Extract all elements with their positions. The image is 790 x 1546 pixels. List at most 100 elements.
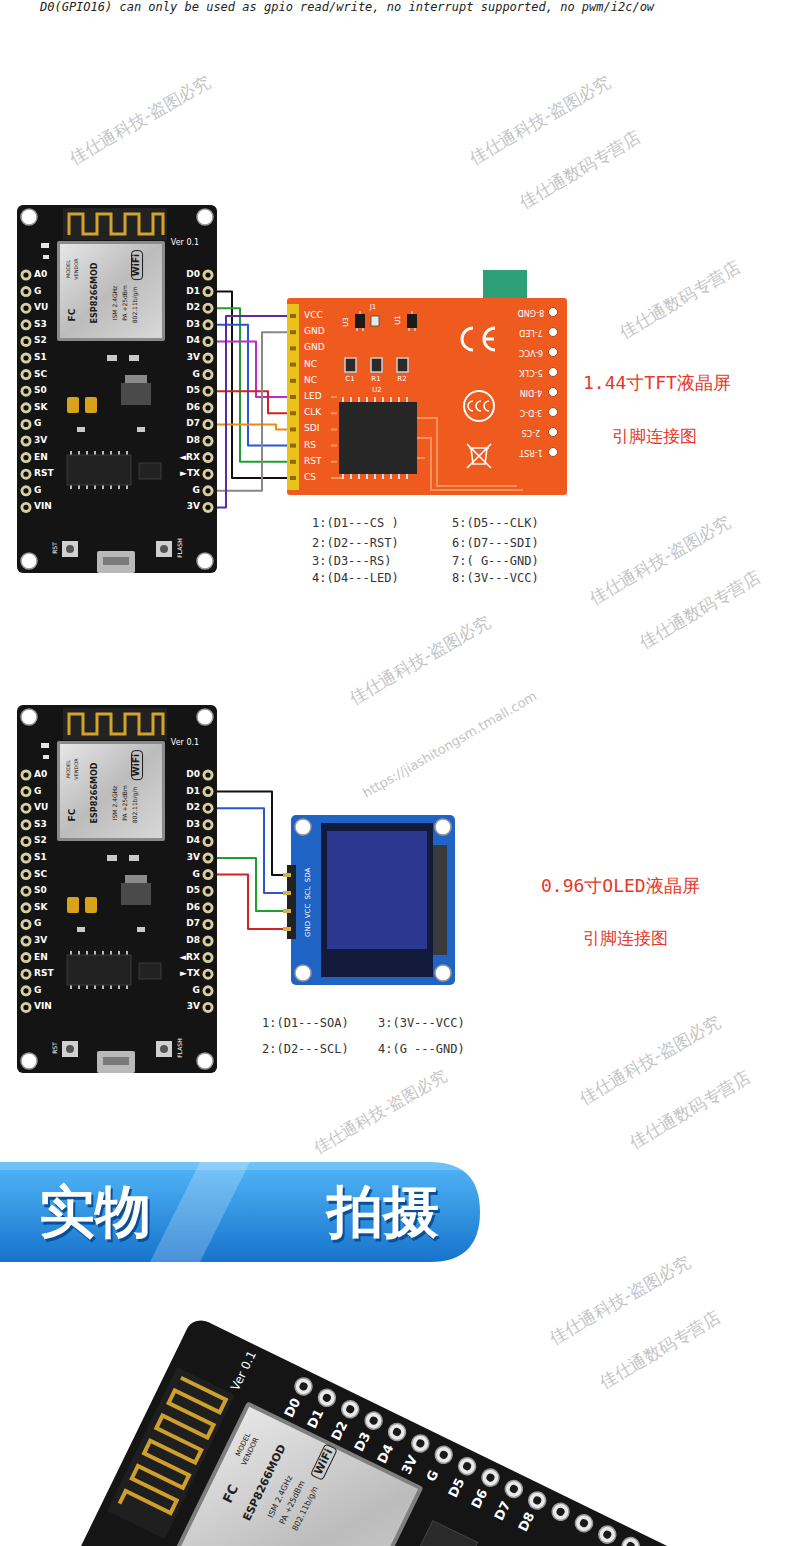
pin-label: D8 — [186, 436, 200, 446]
watermark: 佳仕通数码专营店 — [596, 1308, 723, 1392]
pin-label: 3V — [34, 936, 47, 946]
module-marking: MODEL — [66, 760, 72, 778]
pin-mapping: 2:(D2---RST) — [312, 537, 399, 550]
pin-label: D4 — [376, 1442, 398, 1466]
drawing-circle — [549, 308, 558, 317]
drawing-use — [573, 1512, 596, 1535]
pin-label: D4 — [186, 336, 200, 346]
pin-label: A0 — [34, 770, 47, 780]
module-marking: VENDOR — [241, 1437, 261, 1468]
pin-label: 4-DIN — [520, 388, 542, 397]
watermark: 佳仕通数码专营店 — [626, 1068, 753, 1152]
drawing-path — [0, 1162, 480, 1170]
pin-label: VU — [34, 303, 48, 313]
pin-label: G — [34, 287, 41, 297]
module-marking: PA +25dBm — [122, 785, 129, 821]
pin-label: R2 — [397, 376, 406, 384]
drawing-use — [295, 965, 311, 981]
pin-label: G — [193, 370, 200, 380]
tft-display: VCCGNDGNDNCNCLEDCLKSDIRSRSTCSU3J1U1C1R1R… — [287, 298, 567, 495]
drawing-rect — [290, 330, 296, 334]
pin-mapping: 8:(3V---VCC) — [452, 572, 539, 585]
pin-label: VCC — [305, 904, 313, 919]
pin-label: VIN — [34, 1002, 52, 1012]
drawing-path — [0, 1162, 480, 1262]
pin-label: G — [424, 1468, 442, 1484]
pin-label: D3 — [186, 820, 200, 830]
wifi-module: MODELVENDORFCESP8266MODWiFiISM 2.4GHzPA … — [57, 741, 165, 841]
module-marking: VENDOR — [74, 758, 80, 780]
pin-label: D5 — [186, 386, 200, 396]
module-marking: PA +25dBm — [279, 1479, 308, 1526]
pin-label: ◄RX — [179, 953, 200, 963]
pin-label: D5 — [186, 886, 200, 896]
jumper-wire — [217, 316, 287, 507]
pin-label: GND — [304, 327, 325, 337]
banner-title: 拍摄 — [327, 1181, 439, 1243]
drawing-path — [150, 1162, 250, 1262]
pin-label: D2 — [329, 1419, 351, 1443]
drawing-rect — [129, 1401, 424, 1546]
pin-label: Ver 0.1 — [171, 739, 199, 748]
pin-label: D0 — [282, 1396, 304, 1420]
wifi-module: MODELVENDORFCESP8266MODWiFiISM 2.4GHzPA … — [57, 241, 165, 341]
drawing-rect — [290, 395, 296, 399]
nodemcu-board: Ver 0.1A0GVUS3S2S1SCS0SKG3VENRSTGVIND0D1… — [17, 705, 217, 1073]
jumper-wire — [217, 858, 283, 911]
pin-label: S2 — [34, 836, 47, 846]
module-marking: WiFi — [310, 1443, 338, 1481]
watermark: 佳仕通科技-盗图必究 — [586, 512, 733, 608]
pin-label: D6 — [469, 1487, 491, 1511]
watermark: https://jiashitongsm.tmall.com — [361, 689, 540, 801]
pin-label: D5 — [446, 1476, 468, 1500]
pin-mapping: 4:(D4---LED) — [312, 572, 399, 585]
drawing-rect — [290, 363, 296, 367]
pin-label: D8 — [516, 1510, 538, 1534]
banner — [0, 1162, 480, 1262]
jumper-wire — [217, 808, 283, 893]
module-marking: MODEL — [66, 260, 72, 278]
pin-label: SDA — [305, 868, 313, 883]
drawing-use — [435, 819, 451, 835]
drawing-rect — [0, 1315, 790, 1546]
module-marking: 802.11b/g/n — [132, 287, 139, 323]
pin-label: 7-LED — [519, 328, 543, 337]
pin-label: RST — [52, 542, 59, 554]
pin-mapping: 4:(G ---GND) — [378, 1043, 465, 1056]
pin-label: D7 — [186, 419, 200, 429]
drawing-rect — [283, 891, 291, 895]
pin-label: SCL — [305, 886, 313, 899]
module-marking: ISM 2.4GHz — [112, 786, 119, 821]
pin-label: SC — [34, 870, 47, 880]
drawing-rect — [290, 346, 296, 350]
pin-label: 3V — [187, 1002, 200, 1012]
pin-label: D7 — [493, 1499, 515, 1523]
pin-label: G — [193, 870, 200, 880]
pin-label: RST — [52, 1042, 59, 1054]
pin-label: 6-VCC — [519, 348, 543, 357]
caption: 引脚连接图 — [612, 427, 697, 446]
module-marking: 802.11b/g/n — [132, 787, 139, 823]
pin-label: S1 — [34, 853, 47, 863]
pin-mapping: 3:(D3---RS) — [312, 555, 391, 568]
drawing-circle — [549, 408, 558, 417]
pin-label: 2-CS — [522, 428, 541, 437]
pin-label: G — [34, 787, 41, 797]
jumper-wire — [217, 792, 283, 875]
pin-label: D2 — [186, 303, 200, 313]
oled-module — [283, 815, 455, 985]
module-marking: ESP8266MOD — [91, 763, 100, 824]
watermark: 佳仕通数码专营店 — [516, 128, 643, 212]
drawing-use — [526, 1489, 549, 1512]
drawing-rect — [287, 304, 299, 490]
drawing-use — [549, 1500, 572, 1523]
watermark: 佳仕通数码专营店 — [636, 568, 763, 652]
pin-label: G — [34, 919, 41, 929]
drawing-rect — [407, 314, 417, 328]
drawing-path — [417, 418, 523, 490]
pin-label: 3V — [187, 353, 200, 363]
pin-label: S0 — [34, 886, 47, 896]
drawing-circle — [549, 428, 558, 437]
pin-label: ◄RX — [179, 453, 200, 463]
pin-label: 8-GND — [518, 308, 545, 317]
